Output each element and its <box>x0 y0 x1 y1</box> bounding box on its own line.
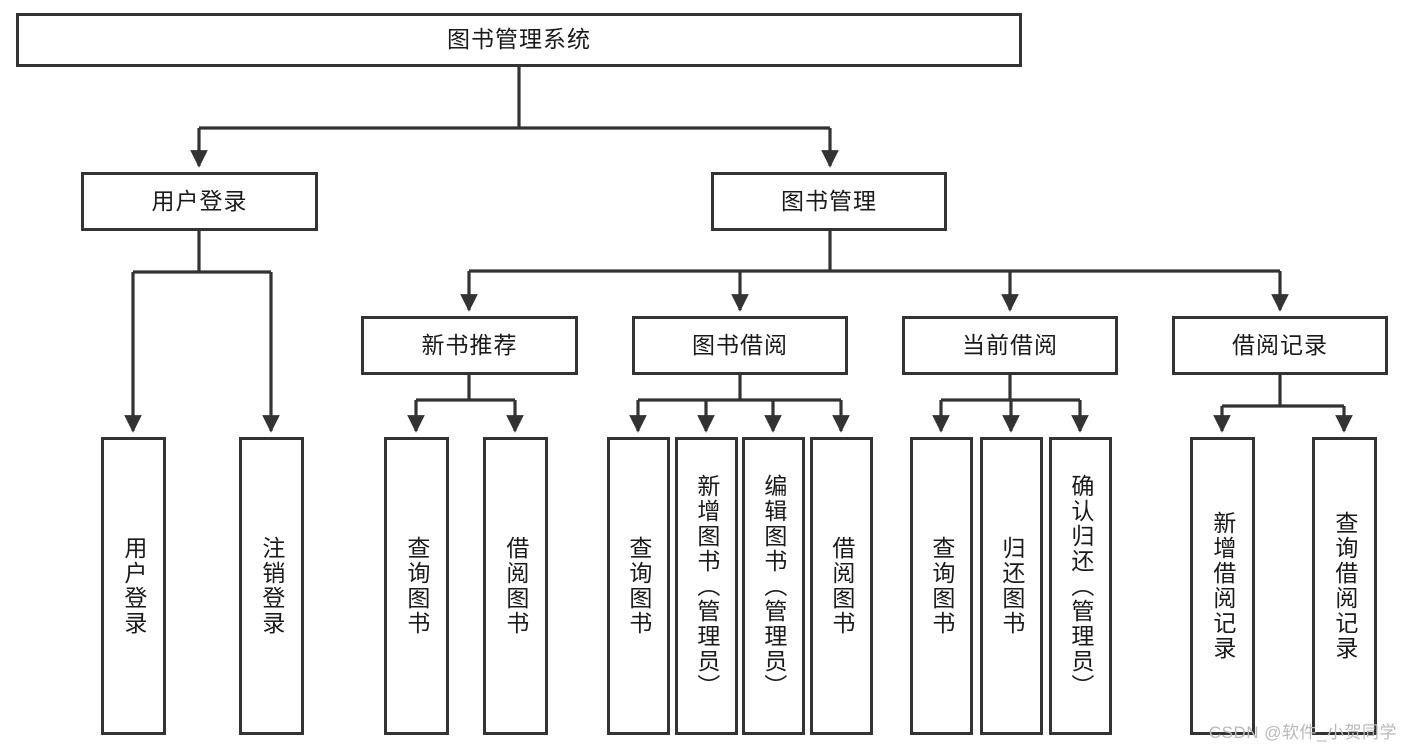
node-leaf-borrow-book-2-label: 借阅图书 <box>828 536 855 636</box>
node-leaf-return-book[interactable]: 归还图书 <box>980 437 1043 735</box>
node-new-book-rec-label: 新书推荐 <box>421 331 518 358</box>
node-leaf-query-book-2-label: 查询图书 <box>625 536 652 636</box>
node-leaf-logout-label: 注销登录 <box>258 536 285 636</box>
node-leaf-query-record-label: 查询借阅记录 <box>1331 511 1358 661</box>
node-leaf-query-book-1-label: 查询图书 <box>403 536 430 636</box>
node-leaf-logout[interactable]: 注销登录 <box>239 437 304 735</box>
node-book-borrow-label: 图书借阅 <box>692 331 788 358</box>
node-leaf-query-book-2[interactable]: 查询图书 <box>607 437 670 735</box>
node-leaf-edit-book[interactable]: 编辑图书（管理员） <box>742 437 805 735</box>
node-current-borrow-label: 当前借阅 <box>962 331 1058 358</box>
node-leaf-query-book-3-label: 查询图书 <box>928 536 955 636</box>
node-leaf-add-book-label: 新增图书（管理员） <box>693 473 720 699</box>
node-leaf-return-book-label: 归还图书 <box>998 536 1025 636</box>
node-leaf-query-record[interactable]: 查询借阅记录 <box>1312 437 1377 735</box>
csdn-watermark: CSDN @软件_小贺同学 <box>1208 723 1397 742</box>
node-leaf-add-book[interactable]: 新增图书（管理员） <box>675 437 738 735</box>
node-user-login-label: 用户登录 <box>151 187 248 214</box>
node-leaf-borrow-book-2[interactable]: 借阅图书 <box>810 437 873 735</box>
node-leaf-user-login[interactable]: 用户登录 <box>101 437 166 735</box>
node-leaf-confirm-return-label: 确认归还（管理员） <box>1067 473 1094 699</box>
node-leaf-edit-book-label: 编辑图书（管理员） <box>760 473 787 699</box>
node-leaf-query-book-1[interactable]: 查询图书 <box>384 437 449 735</box>
node-leaf-add-record[interactable]: 新增借阅记录 <box>1190 437 1255 735</box>
node-leaf-add-record-label: 新增借阅记录 <box>1209 511 1236 661</box>
node-book-manage-label: 图书管理 <box>781 187 877 214</box>
node-book-borrow[interactable]: 图书借阅 <box>632 316 848 375</box>
node-user-login[interactable]: 用户登录 <box>81 172 318 231</box>
node-leaf-user-login-label: 用户登录 <box>120 536 147 636</box>
node-book-manage[interactable]: 图书管理 <box>711 172 947 231</box>
node-current-borrow[interactable]: 当前借阅 <box>902 316 1118 375</box>
node-borrow-record-label: 借阅记录 <box>1232 331 1328 358</box>
node-leaf-query-book-3[interactable]: 查询图书 <box>910 437 973 735</box>
node-new-book-rec[interactable]: 新书推荐 <box>361 316 578 375</box>
node-root[interactable]: 图书管理系统 <box>16 13 1022 67</box>
node-root-label: 图书管理系统 <box>447 26 591 53</box>
node-leaf-borrow-book-1[interactable]: 借阅图书 <box>483 437 548 735</box>
node-borrow-record[interactable]: 借阅记录 <box>1172 316 1388 375</box>
node-leaf-borrow-book-1-label: 借阅图书 <box>502 536 529 636</box>
node-leaf-confirm-return[interactable]: 确认归还（管理员） <box>1049 437 1112 735</box>
